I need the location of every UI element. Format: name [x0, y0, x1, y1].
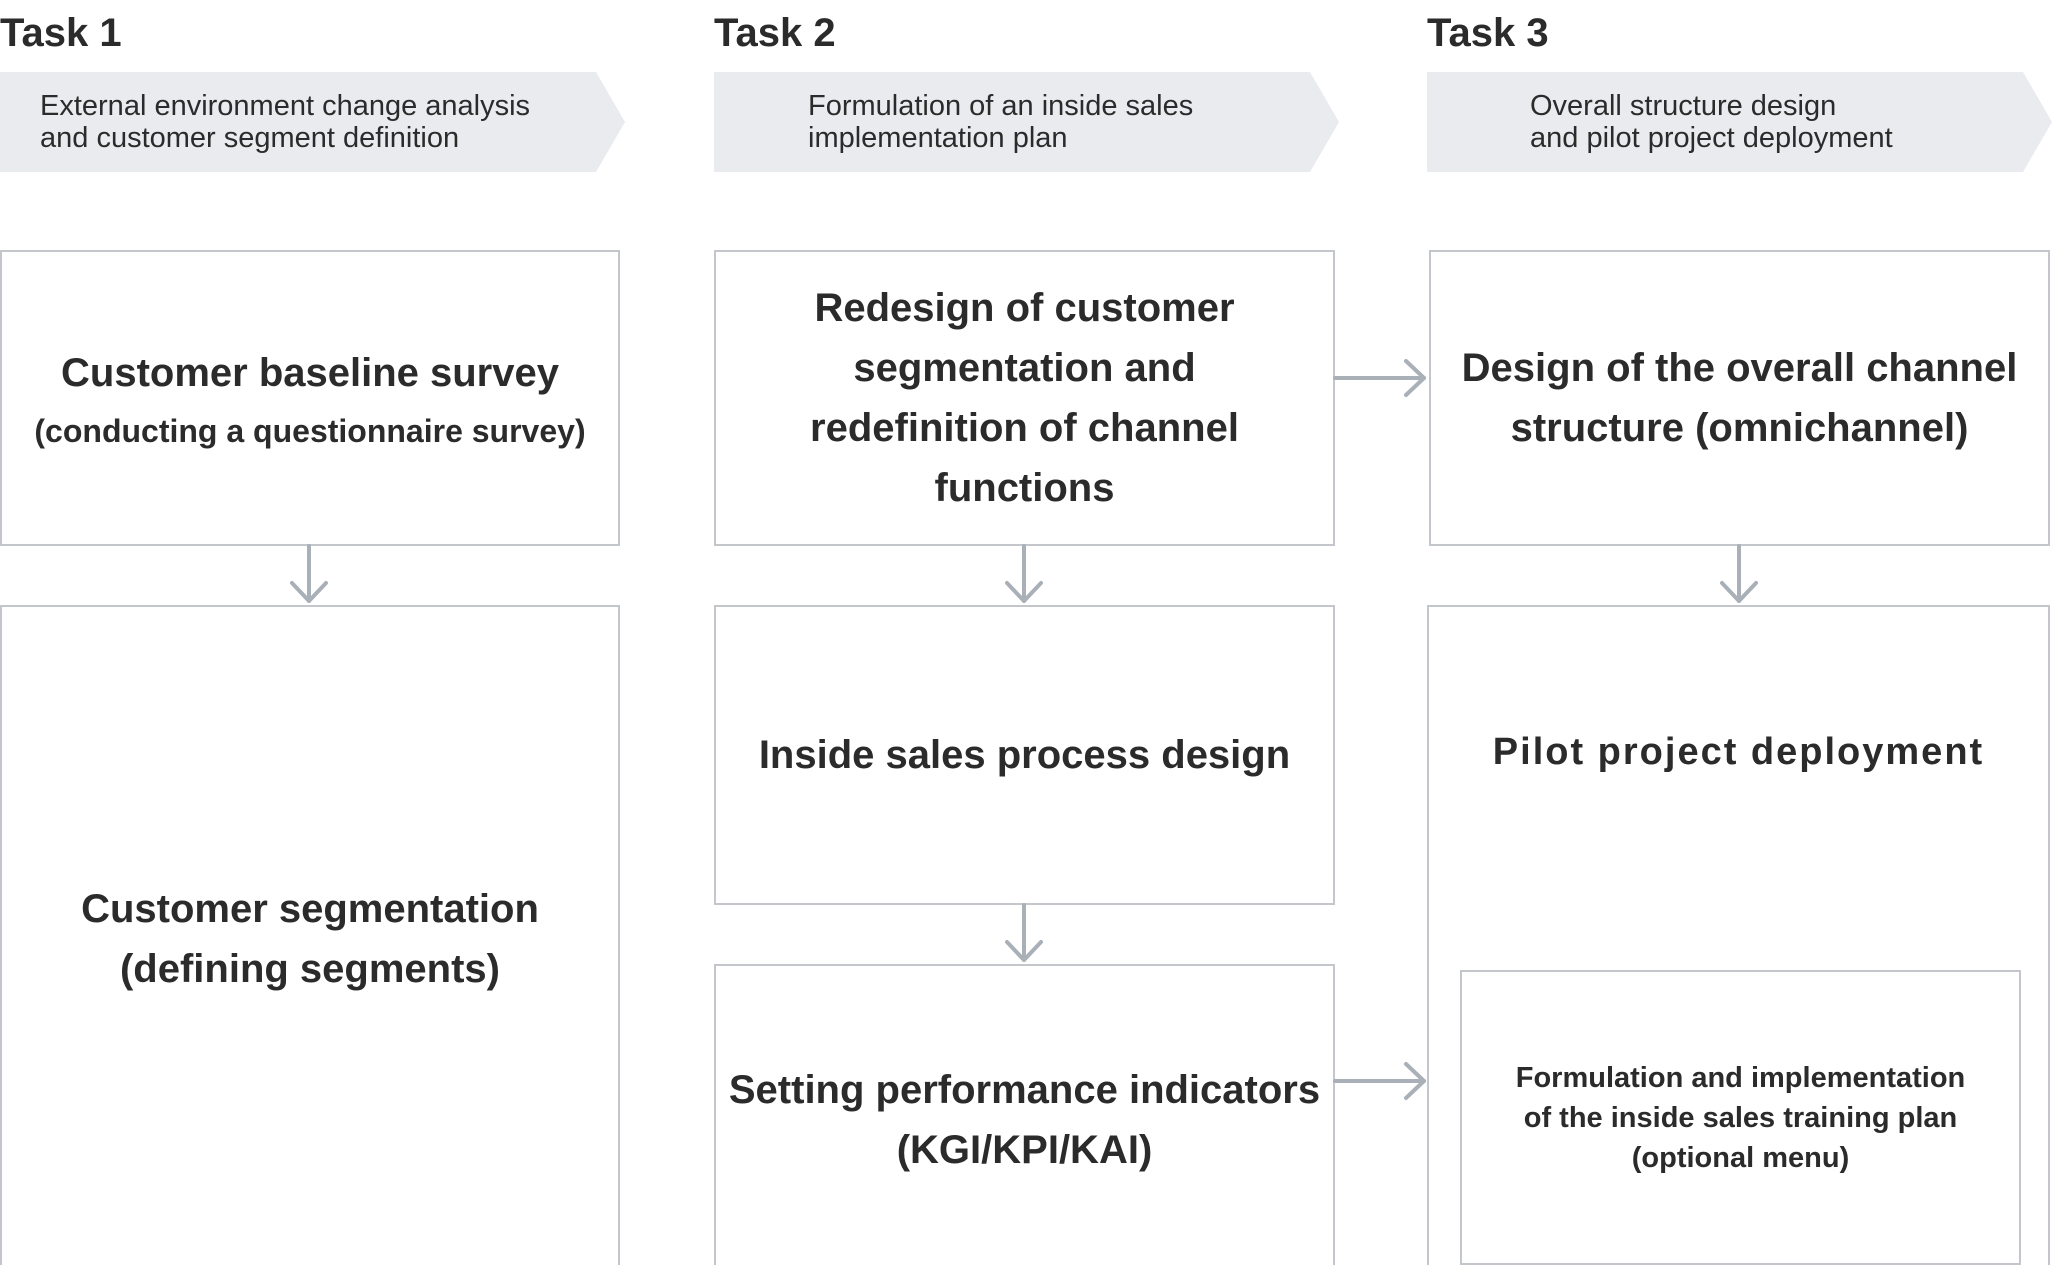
arrow-process-to-performance — [1005, 903, 1043, 962]
arrow-redesign-to-process — [1005, 544, 1043, 603]
channel-redesign-title: Redesign of customer segmentation and re… — [810, 286, 1239, 510]
task-2-banner: Formulation of an inside sales implement… — [714, 72, 1339, 172]
customer-segmentation-box: Customer segmentation (defining segments… — [0, 605, 620, 1265]
task-1-title: Task 1 — [0, 11, 122, 55]
channel-structure-design-box: Design of the overall channel structure … — [1429, 250, 2050, 546]
pilot-project-title: Pilot project deployment — [1492, 731, 1985, 773]
task-3-title: Task 3 — [1427, 11, 1549, 55]
task-2-banner-text: Formulation of an inside sales implement… — [808, 90, 1194, 154]
performance-indicators-box: Setting performance indicators (KGI/KPI/… — [714, 964, 1335, 1265]
arrow-channel-to-pilot — [1720, 544, 1758, 603]
inside-sales-process-design-title: Inside sales process design — [758, 733, 1291, 777]
arrow-performance-to-pilot — [1333, 1062, 1426, 1100]
customer-segmentation-title: Customer segmentation (defining segments… — [81, 887, 539, 991]
pilot-project-box: Pilot project deployment Formulation and… — [1427, 605, 2050, 1265]
customer-baseline-survey-title: Customer baseline survey — [61, 351, 559, 395]
task-1-banner-text: External environment change analysis and… — [40, 90, 531, 154]
arrow-redesign-to-channel-structure — [1333, 359, 1426, 397]
task-3-banner-text: Overall structure design and pilot proje… — [1530, 90, 1893, 154]
training-plan-box: Formulation and implementation of the in… — [1460, 970, 2021, 1265]
channel-redesign-box: Redesign of customer segmentation and re… — [714, 250, 1335, 546]
inside-sales-process-design-box: Inside sales process design — [714, 605, 1335, 905]
channel-structure-design-title: Design of the overall channel structure … — [1461, 346, 2018, 450]
performance-indicators-title: Setting performance indicators (KGI/KPI/… — [728, 1068, 1321, 1172]
customer-baseline-survey-subtitle: (conducting a questionnaire survey) — [34, 413, 586, 449]
customer-baseline-survey-box: Customer baseline survey (conducting a q… — [0, 250, 620, 546]
task-2-title: Task 2 — [714, 11, 836, 55]
training-plan-text: Formulation and implementation of the in… — [1515, 1061, 1966, 1174]
task-3-banner: Overall structure design and pilot proje… — [1427, 72, 2052, 172]
task-1-banner: External environment change analysis and… — [0, 72, 625, 172]
arrow-baseline-to-segmentation — [290, 544, 328, 603]
